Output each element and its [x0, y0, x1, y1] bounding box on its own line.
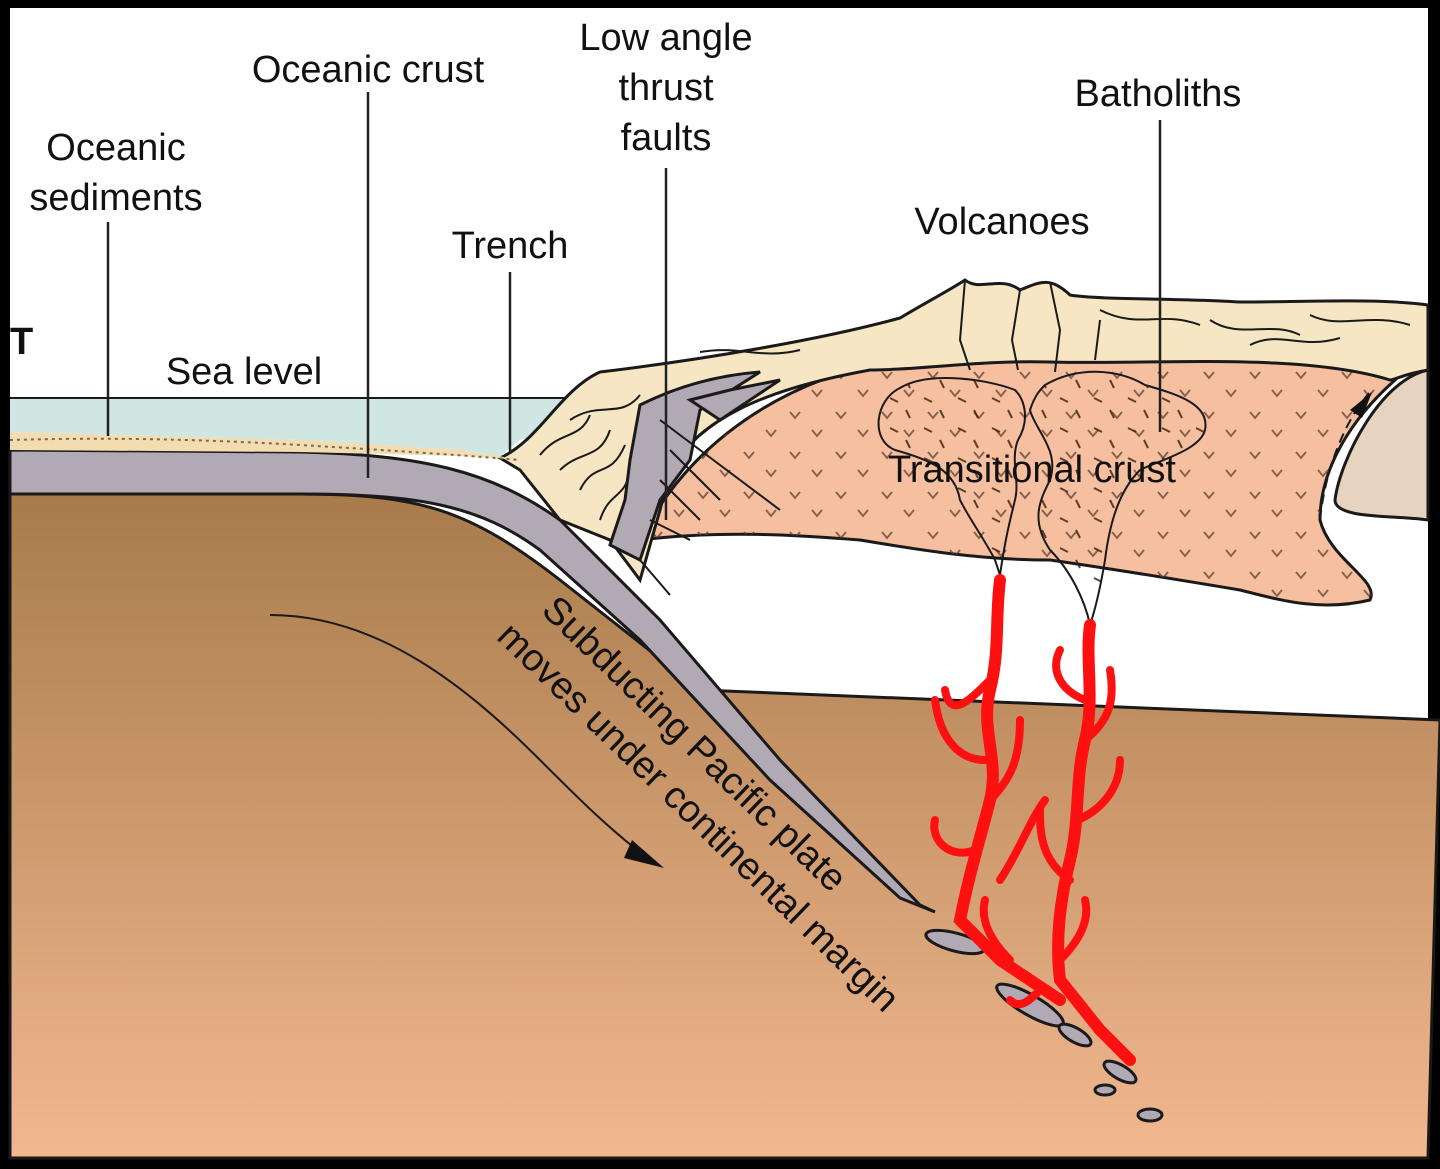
label-batholiths: Batholiths: [1075, 73, 1242, 115]
magma-veins: [930, 574, 1136, 1066]
label-trench: Trench: [452, 225, 569, 267]
label-thrust-faults-line1: Low angle: [579, 17, 752, 59]
label-transitional-crust: Transitional crust: [888, 449, 1176, 491]
label-thrust-faults-line2: thrust: [618, 67, 713, 109]
label-oceanic-crust: Oceanic crust: [252, 49, 485, 91]
mantle-flow-arrow-head: [624, 840, 664, 868]
accretionary-wedge: [496, 278, 1430, 584]
label-thrust-faults-line3: faults: [621, 117, 712, 159]
label-sea-level: Sea level: [166, 351, 322, 393]
volcano-conduits: [958, 279, 1101, 373]
label-edge-fragment: T: [10, 321, 33, 363]
mantle-flow-arrow-path: [269, 614, 651, 861]
label-volcanoes: Volcanoes: [914, 201, 1089, 243]
flow-arrow-head: [1350, 392, 1372, 418]
fold-lines: [539, 309, 1411, 521]
sediment-texture: [9, 437, 521, 461]
label-oceanic-sediments-line2: sediments: [29, 177, 202, 219]
sea-water: [10, 398, 570, 456]
leader-lines: [106, 92, 1162, 520]
continental-craton: [1333, 368, 1430, 522]
label-oceanic-sediments-line1: Oceanic: [46, 127, 185, 169]
flow-arrow-path: [1319, 391, 1371, 521]
thrust-fault-lines: [639, 419, 781, 596]
oceanic-crust-slab: [8, 448, 936, 914]
